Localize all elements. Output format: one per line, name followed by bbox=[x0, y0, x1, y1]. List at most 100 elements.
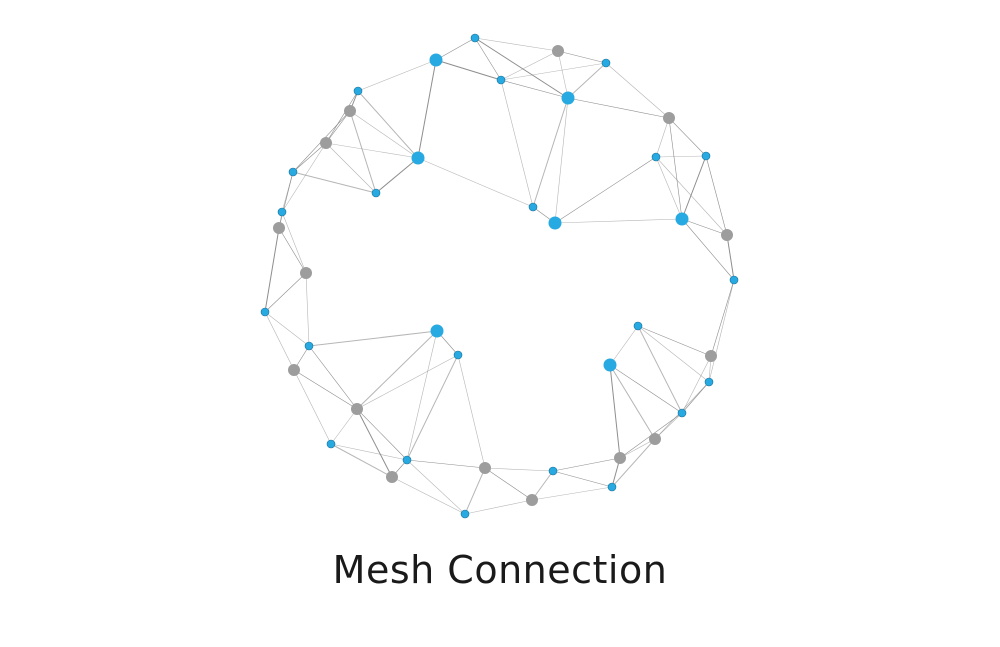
mesh-edge bbox=[293, 369, 332, 445]
mesh-edge bbox=[500, 79, 534, 208]
mesh-node bbox=[430, 324, 444, 338]
mesh-node bbox=[548, 466, 558, 476]
mesh-edge bbox=[325, 142, 419, 159]
mesh-node bbox=[320, 137, 332, 149]
mesh-edge bbox=[406, 459, 466, 515]
mesh-node bbox=[561, 91, 575, 105]
mesh-edge bbox=[531, 486, 613, 501]
mesh-nodes bbox=[260, 33, 739, 519]
mesh-edge bbox=[330, 443, 408, 461]
mesh-edge bbox=[325, 142, 377, 194]
mesh-edge bbox=[457, 354, 486, 469]
mesh-node bbox=[528, 202, 538, 212]
mesh-edge bbox=[609, 364, 621, 459]
mesh-edge bbox=[278, 171, 294, 229]
mesh-node bbox=[411, 151, 425, 165]
mesh-node bbox=[479, 462, 491, 474]
mesh-edge bbox=[681, 355, 712, 414]
mesh-edge bbox=[474, 37, 569, 99]
mesh-edge bbox=[356, 330, 438, 410]
mesh-edge bbox=[357, 90, 419, 159]
mesh-edge bbox=[554, 218, 683, 224]
mesh-edge bbox=[500, 62, 607, 81]
mesh-edge bbox=[464, 499, 533, 515]
mesh-edge bbox=[406, 330, 438, 461]
mesh-node bbox=[429, 53, 443, 67]
mesh-edge bbox=[557, 50, 607, 64]
mesh-edge bbox=[406, 459, 486, 469]
mesh-node bbox=[552, 45, 564, 57]
mesh-edge bbox=[264, 272, 307, 313]
mesh-edge bbox=[281, 211, 307, 274]
mesh-node bbox=[701, 151, 711, 161]
mesh-edge bbox=[292, 142, 327, 173]
mesh-node bbox=[288, 364, 300, 376]
mesh-node bbox=[260, 307, 270, 317]
mesh-edge bbox=[375, 157, 419, 194]
mesh-edge bbox=[637, 325, 712, 357]
mesh-node bbox=[300, 267, 312, 279]
mesh-node bbox=[614, 452, 626, 464]
mesh-edge bbox=[417, 157, 534, 208]
mesh-edge bbox=[668, 117, 707, 157]
mesh-edge bbox=[567, 62, 607, 99]
mesh-node bbox=[603, 358, 617, 372]
mesh-node bbox=[633, 321, 643, 331]
mesh-edge bbox=[655, 117, 670, 158]
mesh-edge bbox=[500, 50, 559, 81]
mesh-edge bbox=[655, 156, 683, 220]
mesh-edge bbox=[435, 37, 476, 61]
mesh-edge bbox=[609, 364, 656, 440]
mesh-node bbox=[651, 152, 661, 162]
mesh-node bbox=[721, 229, 733, 241]
mesh-edge bbox=[681, 218, 728, 236]
mesh-edge bbox=[637, 325, 683, 414]
mesh-edge bbox=[708, 279, 735, 383]
mesh-edge bbox=[611, 438, 656, 488]
mesh-edge bbox=[308, 345, 358, 410]
mesh-node bbox=[675, 212, 689, 226]
mesh-edge bbox=[356, 354, 459, 410]
mesh-edge bbox=[710, 279, 735, 357]
mesh-edge bbox=[557, 50, 569, 99]
mesh-sphere-graphic bbox=[260, 33, 739, 519]
mesh-edge bbox=[293, 369, 358, 410]
mesh-node bbox=[273, 222, 285, 234]
mesh-edge bbox=[474, 37, 502, 81]
page-title: Mesh Connection bbox=[332, 548, 668, 592]
mesh-edge bbox=[281, 142, 327, 213]
mesh-edge bbox=[264, 311, 310, 347]
mesh-node bbox=[607, 482, 617, 492]
mesh-edge bbox=[349, 110, 419, 159]
mesh-edge bbox=[654, 412, 683, 440]
mesh-edge bbox=[726, 234, 735, 281]
mesh-node bbox=[277, 207, 287, 217]
mesh-edge bbox=[330, 443, 393, 478]
mesh-node bbox=[663, 112, 675, 124]
mesh-edge bbox=[532, 97, 569, 208]
mesh-edge bbox=[619, 438, 656, 459]
mesh-node bbox=[402, 455, 412, 465]
mesh-edge bbox=[435, 59, 502, 81]
mesh-edge bbox=[484, 467, 533, 501]
mesh-edge bbox=[681, 155, 707, 220]
mesh-edge bbox=[552, 470, 613, 488]
mesh-edge bbox=[567, 97, 670, 119]
mesh-edge bbox=[330, 408, 358, 445]
mesh-edge bbox=[357, 59, 437, 92]
mesh-edge bbox=[356, 408, 408, 461]
mesh-node bbox=[288, 167, 298, 177]
mesh-edge bbox=[292, 171, 377, 194]
mesh-edge bbox=[391, 476, 466, 515]
mesh-node bbox=[326, 439, 336, 449]
mesh-edge bbox=[264, 311, 295, 371]
mesh-node bbox=[304, 341, 314, 351]
mesh-node bbox=[470, 33, 480, 43]
mesh-edge bbox=[605, 62, 670, 119]
mesh-node bbox=[704, 377, 714, 387]
mesh-edge bbox=[609, 364, 683, 414]
mesh-edge bbox=[308, 330, 438, 347]
mesh-edge bbox=[668, 117, 683, 220]
mesh-node bbox=[496, 75, 506, 85]
mesh-node bbox=[386, 471, 398, 483]
